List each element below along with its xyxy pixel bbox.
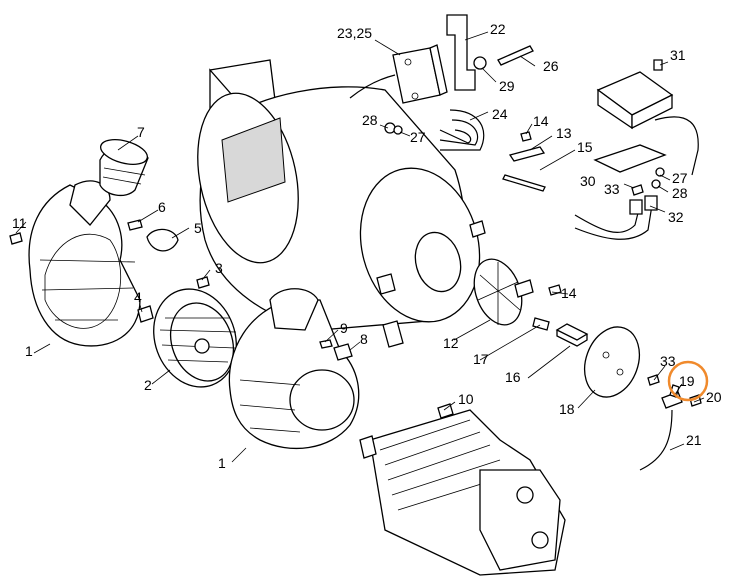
inlet-ring: [99, 139, 149, 197]
electrode-rod: [502, 174, 546, 192]
label-part-15: 15: [577, 139, 593, 155]
impeller-wheel: [153, 288, 237, 388]
label-part-14-lower: 14: [561, 285, 577, 301]
motor-pump: [359, 409, 566, 576]
label-part-22: 22: [490, 21, 506, 37]
label-part-27-lower: 27: [672, 170, 688, 186]
small-hardware: [9, 59, 702, 419]
label-part-2: 2: [144, 377, 152, 393]
label-part-33-lower: 33: [660, 353, 676, 369]
label-part-24: 24: [492, 106, 508, 122]
label-part-32: 32: [668, 209, 684, 225]
label-part-17: 17: [473, 351, 489, 367]
pin: [532, 317, 550, 331]
nut: [473, 56, 487, 70]
electrode-clip: [508, 146, 546, 162]
highlight-circle: [667, 360, 709, 402]
label-part-1-middle: 1: [218, 455, 226, 471]
label-part-28-upper: 28: [362, 112, 378, 128]
fitting: [639, 384, 683, 471]
screw: [497, 45, 534, 66]
label-part-28-lower: 28: [672, 185, 688, 201]
label-part-16: 16: [505, 369, 521, 385]
label-part-12: 12: [443, 335, 459, 351]
mounting-plate: [593, 144, 667, 173]
fan-housing-left: [28, 180, 141, 347]
control-module: [596, 71, 699, 176]
label-part-31: 31: [670, 47, 686, 63]
cable-plugs: [574, 195, 658, 240]
label-part-13: 13: [556, 125, 572, 141]
fan-blade: [473, 258, 534, 326]
label-part-1-left: 1: [25, 343, 33, 359]
sleeve: [555, 323, 589, 347]
label-part-11: 11: [12, 215, 27, 231]
label-part-5: 5: [194, 220, 202, 236]
label-part-3: 3: [215, 260, 223, 276]
flange-plate: [583, 326, 641, 398]
label-part-7: 7: [137, 124, 145, 140]
label-part-21: 21: [686, 432, 702, 448]
label-part-33-upper: 33: [604, 181, 620, 197]
label-part-4: 4: [134, 289, 142, 305]
label-part-14-upper: 14: [533, 113, 549, 129]
label-part-18: 18: [559, 401, 575, 417]
electrode-cables: [439, 109, 485, 151]
fan-housing-middle: [228, 288, 360, 450]
label-part-27-upper: 27: [410, 129, 426, 145]
boiler-tank: [197, 59, 486, 348]
label-part-20: 20: [706, 389, 722, 405]
bracket: [446, 14, 476, 91]
leader-lines: [15, 31, 705, 463]
label-part-26: 26: [543, 58, 559, 74]
label-part-23-25: 23,25: [337, 25, 372, 41]
label-part-6: 6: [158, 199, 166, 215]
label-part-29: 29: [499, 78, 515, 94]
part-labels: 11 7 6 5 3 4 1 2 1 9 8 10 12 14 17 16 18…: [12, 21, 722, 471]
ignition-transformer: [349, 44, 448, 104]
label-part-10: 10: [458, 391, 474, 407]
label-part-19: 19: [679, 373, 695, 389]
label-part-30: 30: [580, 173, 596, 189]
label-part-8: 8: [360, 331, 368, 347]
label-part-9: 9: [340, 320, 348, 336]
